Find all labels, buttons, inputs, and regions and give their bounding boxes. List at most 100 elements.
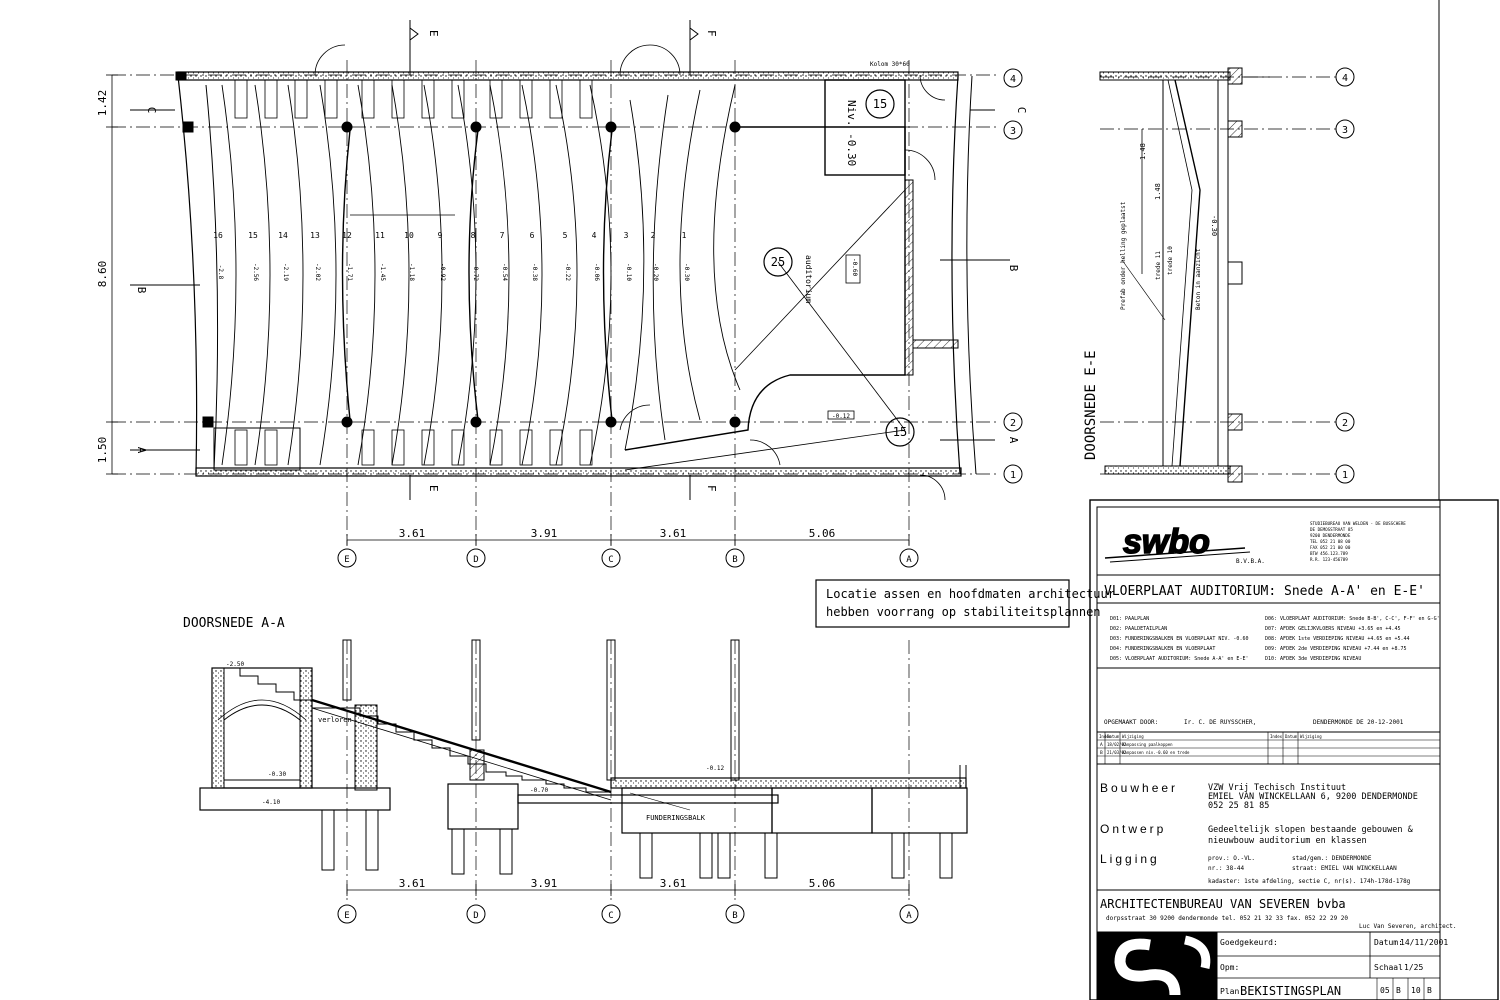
aa-dim-2: 3.91 [531, 877, 558, 890]
circle-25 [763, 247, 793, 277]
row-level: -0.72 [472, 263, 479, 281]
bouwheer-line: VZW Vrij Techisch Instituut [1208, 783, 1346, 793]
plan-label: Plan: [1220, 987, 1244, 996]
ref-left: D01: PAALPLAN [1110, 616, 1149, 622]
ee-note-beton: Beton in aanzicht [1195, 248, 1202, 310]
section-mark-E-top: E [427, 30, 440, 37]
ligging-label: Ligging [1100, 852, 1160, 866]
axis-E: E [344, 555, 349, 565]
datum-label: Datum: [1374, 938, 1403, 947]
row-level: -1.45 [379, 263, 386, 281]
aa-level-4: -0.70 [530, 787, 548, 794]
ee-note-trede11: trede 11 [1155, 251, 1162, 280]
swbo-logo: swbo [1123, 523, 1210, 561]
architect-name: ARCHITECTENBUREAU VAN SEVEREN bvba [1100, 897, 1346, 911]
section-ee-labels: DOORSNEDE E-E 4 3 2 1 1.48 1.48 -0.30 Pr… [1083, 73, 1348, 481]
ligging-line: nr.: 38-44 [1208, 865, 1245, 872]
row-number: 16 [213, 231, 223, 240]
ref-right: D09: AFDEK 2de VERDIEPING NIVEAU +7.44 e… [1265, 646, 1406, 652]
row-level: -0.92 [439, 263, 446, 281]
title-block-text: swbo B.V.B.A. STUDIEBUREAU VAN WELDEN - … [1099, 521, 1457, 998]
row-number: 10 [404, 231, 414, 240]
level-stage: -0.60 [851, 258, 858, 276]
ontwerp-line: Gedeeltelijk slopen bestaande gebouwen & [1208, 825, 1414, 835]
ee-level: -0.30 [1210, 215, 1218, 236]
niv-label: Niv. -0.30 [845, 100, 858, 166]
place-date: DENDERMONDE DE 20-12-2001 [1313, 719, 1404, 726]
section-mark-C-right: C [1015, 107, 1028, 114]
refs-right: D06: VLOERPLAAT AUDITORIUM: Snede B-B', … [1265, 616, 1440, 662]
office-address: STUDIEBUREAU VAN WELDEN - DE BUSSCHEREDE… [1310, 521, 1406, 562]
bouwheer-label: Bouwheer [1100, 781, 1178, 795]
revision-header: Index [1099, 734, 1112, 739]
ee-note-trede10: trede 10 [1167, 246, 1174, 275]
south-wall [195, 467, 962, 477]
office-line: FAX 052 21 00 00 [1310, 545, 1351, 550]
seating-rows [221, 84, 741, 466]
drawing-title: VLOERPLAAT AUDITORIUM: Snede A-A' en E-E… [1104, 584, 1425, 599]
row-number: 6 [530, 231, 535, 240]
row-level: -0.30 [683, 263, 690, 281]
circle-15-bottom-label: 15 [893, 425, 907, 439]
aa-level-1: -2.50 [226, 661, 244, 668]
sheet-cell: B [1396, 986, 1401, 995]
note-line-2: hebben voorrang op stabiliteitsplannen [826, 605, 1101, 619]
row-number: 5 [563, 231, 568, 240]
revision-text: Aanpassen niv.-0.60 en trede [1122, 750, 1190, 755]
revision-text: Aanpassing paalkoppen [1122, 742, 1173, 747]
section-mark-E-bottom: E [427, 485, 440, 492]
axis-B: B [732, 555, 737, 565]
west-wall [177, 75, 198, 475]
row-level: -2.56 [252, 263, 259, 281]
aa-level-3: -0.12 [706, 765, 724, 772]
aa-axis-D: D [473, 911, 478, 921]
revision-header: Wijziging [1122, 734, 1144, 739]
revision-date: 21/03/02 [1107, 750, 1127, 755]
row-level: -2.19 [282, 263, 289, 281]
floor-plan [106, 20, 1023, 568]
row-number: 1 [682, 231, 687, 240]
row-number: 2 [651, 231, 656, 240]
sheet-cell: 05 [1380, 986, 1390, 995]
row-level: -0.38 [531, 263, 538, 281]
row-number: 12 [342, 231, 352, 240]
section-mark-A-right: A [1007, 437, 1020, 444]
dim-bottom-4: 5.06 [809, 527, 836, 540]
axis-4: 4 [1010, 74, 1016, 85]
office-line: R.R. 123-456789 [1310, 557, 1348, 562]
dim-left-3: 1.50 [96, 437, 109, 464]
made-by-label: OPGEMAAKT DOOR: [1104, 719, 1158, 726]
swbo-logo-sub: B.V.B.A. [1236, 558, 1265, 565]
ligging-line: stad/gem.: DENDERMONDE [1292, 855, 1372, 862]
aa-dim-1: 3.61 [399, 877, 426, 890]
row-level: -0.22 [564, 263, 571, 281]
axis-1: 1 [1010, 470, 1016, 481]
schaal-value: 1/25 [1404, 963, 1423, 972]
section-aa [199, 639, 968, 924]
note-box: Locatie assen en hoofdmaten architectuur… [815, 579, 1115, 628]
row-number: 11 [375, 231, 385, 240]
level-right: -0.12 [832, 413, 850, 420]
dim-bottom-3: 3.61 [660, 527, 687, 540]
aisle-right [602, 129, 613, 421]
ee-dim-2: 1.48 [1154, 183, 1162, 200]
ref-left: D05: VLOERPLAAT AUDITORIUM: Snede A-A' e… [1110, 656, 1248, 662]
circle-15-top [865, 89, 895, 119]
ligging-line: prov.: O.-VL. [1208, 855, 1255, 862]
row-number: 4 [592, 231, 597, 240]
goedgekeurd-label: Goedgekeurd: [1220, 938, 1278, 947]
circle-15-bottom [885, 417, 915, 447]
revision-header: Wijziging [1300, 734, 1322, 739]
ref-right: D10: AFDEK 3de VERDIEPING NIVEAU [1265, 656, 1361, 662]
axis-C: C [608, 555, 613, 565]
row-level: -1.18 [408, 263, 415, 281]
revision-header: Datum [1285, 734, 1298, 739]
ref-left: D02: PAALDETAILPLAN [1110, 626, 1167, 632]
section-aa-labels: DOORSNEDE A-A 3.61 3.91 3.61 5.06 E D C … [183, 616, 912, 921]
revision-date: 18/02/02 [1107, 742, 1127, 747]
section-mark-F-top: F [705, 30, 718, 37]
